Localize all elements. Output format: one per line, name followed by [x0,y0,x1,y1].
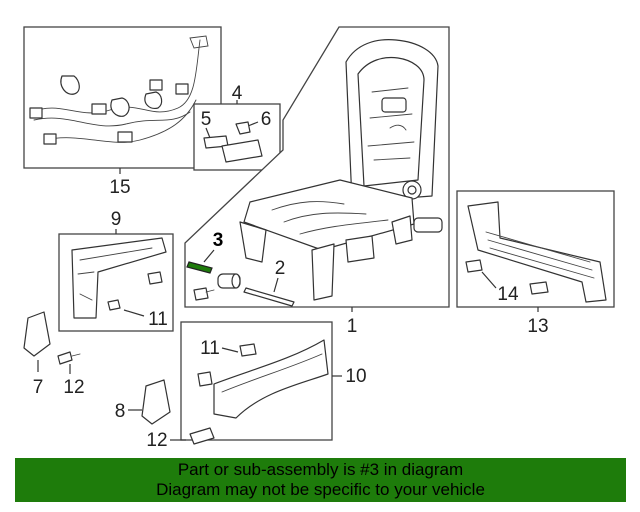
wire-harness-part[interactable] [29,35,209,145]
callout-10[interactable]: 10 [345,366,366,387]
banner-line-1: Part or sub-assembly is #3 in diagram [177,460,464,479]
screw-part-12a[interactable] [57,351,81,365]
lower-trim-part-10[interactable] [197,339,329,419]
clip-part-11a[interactable] [107,299,121,311]
highlighted-part-3[interactable] [186,261,213,274]
callout-1[interactable]: 1 [347,316,358,337]
callout-12a[interactable]: 12 [63,377,84,398]
banner-line-2: Diagram may not be specific to your vehi… [156,480,485,499]
seat-track-part-13[interactable] [465,201,607,303]
callout-7[interactable]: 7 [33,377,44,398]
callout-5[interactable]: 5 [201,109,212,130]
bushing-part[interactable] [217,273,241,289]
callout-6[interactable]: 6 [261,109,272,130]
end-cap-group-7: 7 12 [23,311,85,398]
seat-frame-part[interactable] [239,39,443,301]
side-cover-group: 9 11 [58,209,174,332]
seat-frame-group: 1 3 2 [184,26,450,337]
switch-cover-group: 4 5 6 [193,83,281,171]
end-cap-part-8[interactable] [141,379,171,425]
clip-part-11b[interactable] [239,343,257,357]
callout-2[interactable]: 2 [275,258,286,279]
callout-15[interactable]: 15 [109,177,130,198]
notice-banner: Part or sub-assembly is #3 in diagram Di… [15,458,626,502]
side-cover-part-9[interactable] [71,237,167,319]
screw-part-12b[interactable] [189,427,215,445]
end-cap-part-7[interactable] [23,311,51,357]
callout-13[interactable]: 13 [527,316,548,337]
callout-9[interactable]: 9 [111,209,122,230]
harness-box [23,26,222,169]
lower-trim-group: 11 10 [180,321,367,441]
callout-4[interactable]: 4 [232,83,243,104]
bolt-part[interactable] [193,287,215,301]
callout-3[interactable]: 3 [213,230,224,251]
seat-track-group: 14 13 [456,190,615,337]
callout-11a[interactable]: 11 [148,309,168,330]
callout-14[interactable]: 14 [497,284,519,305]
end-cap-group-8: 8 12 [115,379,215,451]
callout-8[interactable]: 8 [115,401,126,422]
callout-12b[interactable]: 12 [146,430,167,451]
callout-11b[interactable]: 11 [200,338,220,359]
rod-part-2[interactable] [243,287,295,307]
cover-part-6[interactable] [235,121,251,135]
cover-part-5[interactable] [203,135,263,163]
wire-harness-group: 15 [23,26,222,198]
